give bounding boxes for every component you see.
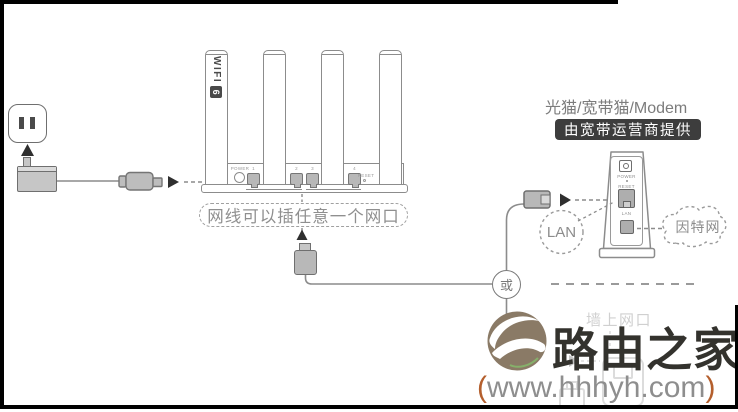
modem-reset-label: RESET	[618, 183, 635, 189]
power-adapter-icon	[17, 166, 57, 192]
dc-plug-icon	[118, 171, 163, 191]
wall-outlet-icon	[8, 104, 47, 143]
router-lan-port-1	[247, 173, 260, 188]
arrow-right-modem-icon	[560, 193, 571, 207]
modem-power-label: POWER	[617, 173, 636, 179]
modem-lan-label: LAN	[621, 211, 632, 216]
arrow-up-icon	[21, 144, 34, 156]
router-lan-port-4	[348, 173, 361, 188]
port-group-underline	[306, 188, 361, 191]
router-power-port	[234, 172, 245, 183]
rj45-connector-modem-icon	[523, 190, 551, 209]
frame-left	[0, 0, 4, 409]
modem-lan-port	[618, 189, 635, 208]
modem-reset-pinhole	[625, 180, 628, 182]
lan-bubble-label: LAN	[546, 224, 577, 241]
wifi6-badge: 6	[210, 86, 223, 99]
arrow-up-small-icon	[296, 229, 308, 240]
dashed-lan-pointer	[577, 201, 615, 222]
isp-provided-badge: 由宽带运营商提供	[555, 119, 701, 140]
router-lan-port-2	[290, 173, 303, 188]
watermark-url: (www.hhhyh.com)	[477, 371, 715, 405]
wifi6-logo: WIFI 6	[209, 56, 224, 103]
router-antenna-4	[379, 50, 402, 187]
internet-cloud-label: 因特网	[675, 219, 721, 235]
modem-base	[598, 247, 656, 259]
rj45-connector-icon	[294, 250, 317, 275]
faint-arrow-icon	[569, 355, 579, 367]
url-text: www.hhhyh.com	[487, 371, 706, 404]
frame-top	[0, 0, 618, 4]
wall-port-label: 墙上网口	[586, 312, 653, 329]
modem-panel: POWER RESET LAN	[610, 155, 643, 246]
router-port1-label: 1	[252, 166, 255, 171]
adapter-highlight	[18, 167, 56, 172]
router-reset-label: RESET	[357, 173, 375, 178]
router-antenna-2	[263, 50, 286, 187]
outlet-slot	[18, 117, 24, 129]
or-junction: 或	[492, 270, 521, 299]
site-logo-icon	[487, 311, 547, 371]
router-port3-label: 3	[311, 166, 314, 171]
wifi-logo-text: WIFI	[211, 56, 222, 84]
modem-wan-port	[619, 220, 634, 234]
router-port2-label: 2	[295, 166, 298, 171]
router-reset-button	[363, 179, 366, 182]
ethernet-cable-up	[505, 203, 525, 270]
any-port-hint: 网线可以插任意一个网口	[199, 203, 408, 227]
lan-bubble-circle	[539, 209, 584, 255]
modem-title: 光猫/宽带猫/Modem	[545, 100, 688, 117]
ethernet-cable-left	[304, 275, 492, 285]
url-paren-close: )	[705, 371, 716, 404]
outlet-slot	[30, 117, 35, 129]
internet-cloud-shape	[662, 205, 727, 248]
watermark-brand: 路由之家	[552, 323, 738, 377]
router-antenna-3	[321, 50, 344, 187]
arrow-right-icon	[168, 176, 179, 188]
url-paren-open: (	[477, 371, 487, 404]
router-base	[201, 184, 408, 193]
frame-right	[735, 305, 738, 409]
router-lan-port-3	[306, 173, 319, 188]
frame-bottom	[0, 405, 738, 409]
wall-port-socket	[613, 363, 633, 379]
router-power-label: POWER	[230, 166, 250, 171]
port-group-underline	[246, 188, 302, 191]
modem-power-jack-icon	[619, 159, 632, 172]
router-port4-label: 4	[353, 166, 356, 171]
